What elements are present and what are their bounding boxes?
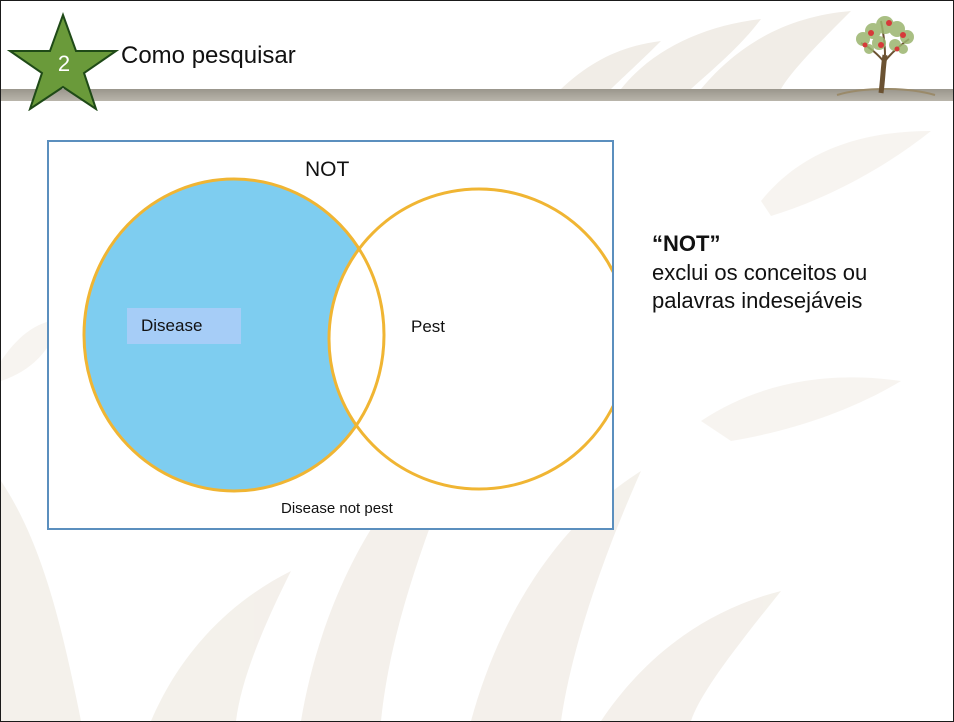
- left-set-label: Disease: [127, 308, 241, 344]
- right-circle-fill: [329, 189, 612, 489]
- header-band: [1, 1, 953, 89]
- step-number: 2: [57, 51, 71, 76]
- left-circle-outline: [82, 177, 386, 493]
- description-term: “NOT”: [652, 231, 721, 256]
- venn-caption: Disease not pest: [281, 500, 393, 517]
- right-circle-outline: [327, 187, 612, 491]
- slide-title: Como pesquisar: [121, 42, 296, 69]
- venn-diagram-frame: NOT Disease Pest Disease not pest: [47, 140, 614, 530]
- operator-label: NOT: [305, 158, 350, 181]
- tree-logo-icon: [836, 16, 936, 96]
- description: “NOT” exclui os conceitos ou palavras in…: [652, 229, 947, 315]
- star-badge-icon: [6, 12, 120, 111]
- right-set-label: Pest: [411, 317, 446, 336]
- header-bar: [1, 89, 953, 101]
- description-text: exclui os conceitos ou palavras indesejá…: [652, 260, 868, 313]
